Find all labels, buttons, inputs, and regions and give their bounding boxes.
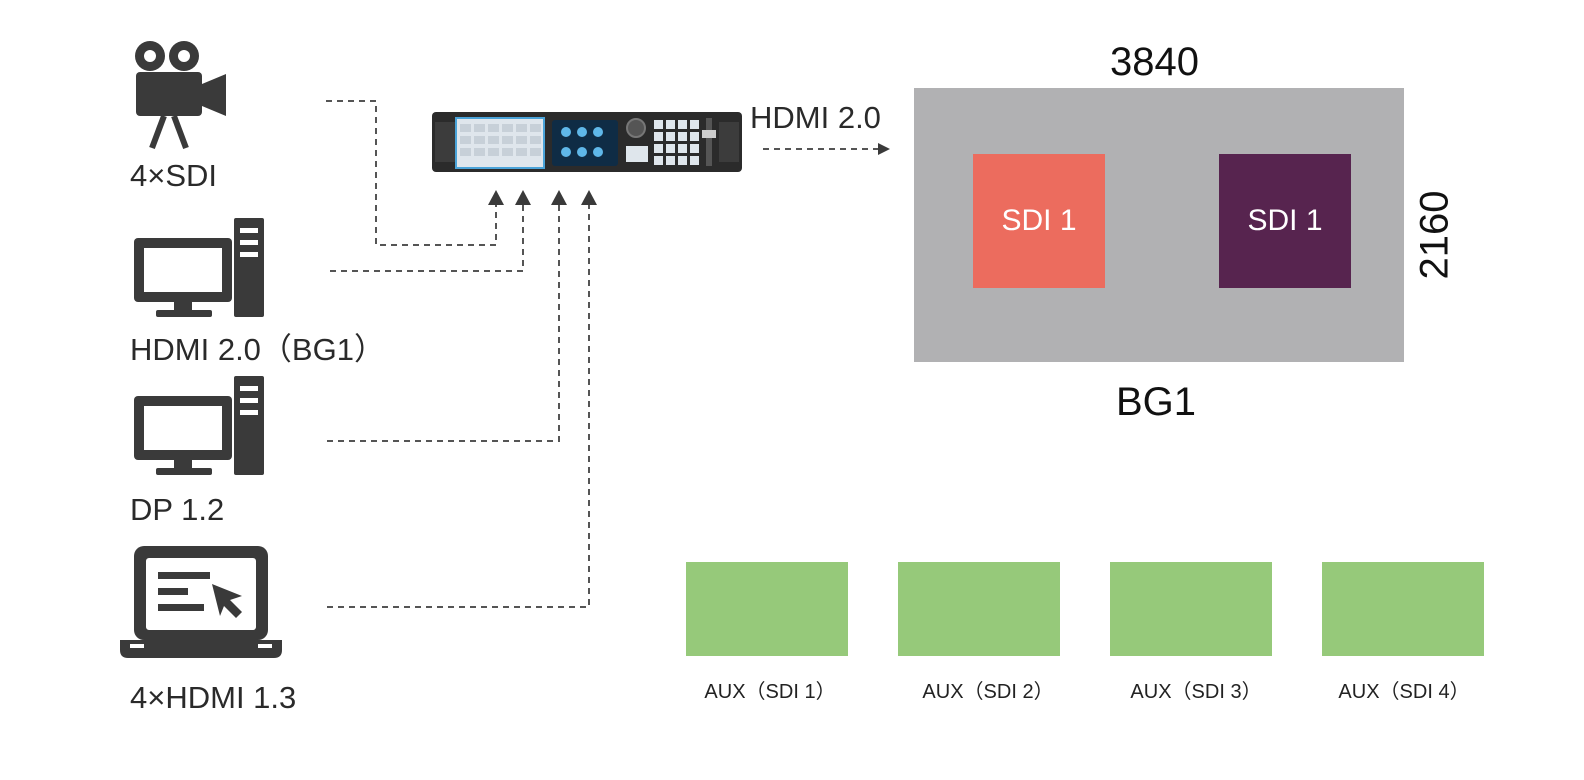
- aux-box-4: [1322, 562, 1484, 656]
- canvas-name-label: BG1: [1116, 380, 1197, 424]
- desktop-computer-icon: [134, 218, 264, 317]
- connector-sdi: [326, 100, 497, 246]
- arrow-up-1: [488, 190, 504, 205]
- aux-label-3: AUX（SDI 3）: [1130, 681, 1262, 703]
- aux-label-1: AUX（SDI 1）: [704, 681, 836, 703]
- video-processor-device-icon: [432, 112, 742, 172]
- canvas-width-label: 3840: [1110, 40, 1199, 84]
- connector-dp: [327, 205, 560, 442]
- source-label-dp: DP 1.2: [130, 492, 225, 527]
- output-label: HDMI 2.0: [750, 100, 881, 135]
- source-label-hdmi13: 4×HDMI 1.3: [130, 680, 297, 715]
- source-label-sdi: 4×SDI: [130, 158, 218, 193]
- aux-label-4: AUX（SDI 4）: [1338, 681, 1470, 703]
- canvas-window-2: SDI 1: [1219, 154, 1351, 288]
- aux-box-2: [898, 562, 1060, 656]
- arrow-up-3: [551, 190, 567, 205]
- connector-hdmi13: [327, 205, 590, 608]
- laptop-icon: [120, 546, 282, 658]
- aux-box-3: [1110, 562, 1272, 656]
- aux-box-1: [686, 562, 848, 656]
- canvas-height-label: 2160: [1412, 190, 1457, 280]
- aux-label-2: AUX（SDI 2）: [922, 681, 1054, 703]
- video-camera-icon: [135, 41, 226, 150]
- canvas-window-1: SDI 1: [973, 154, 1105, 288]
- desktop-computer-icon: [134, 376, 264, 475]
- source-label-hdmi20: HDMI 2.0（BG1）: [130, 332, 385, 367]
- arrow-up-2: [515, 190, 531, 205]
- connector-hdmi20: [330, 205, 524, 272]
- arrow-up-4: [581, 190, 597, 205]
